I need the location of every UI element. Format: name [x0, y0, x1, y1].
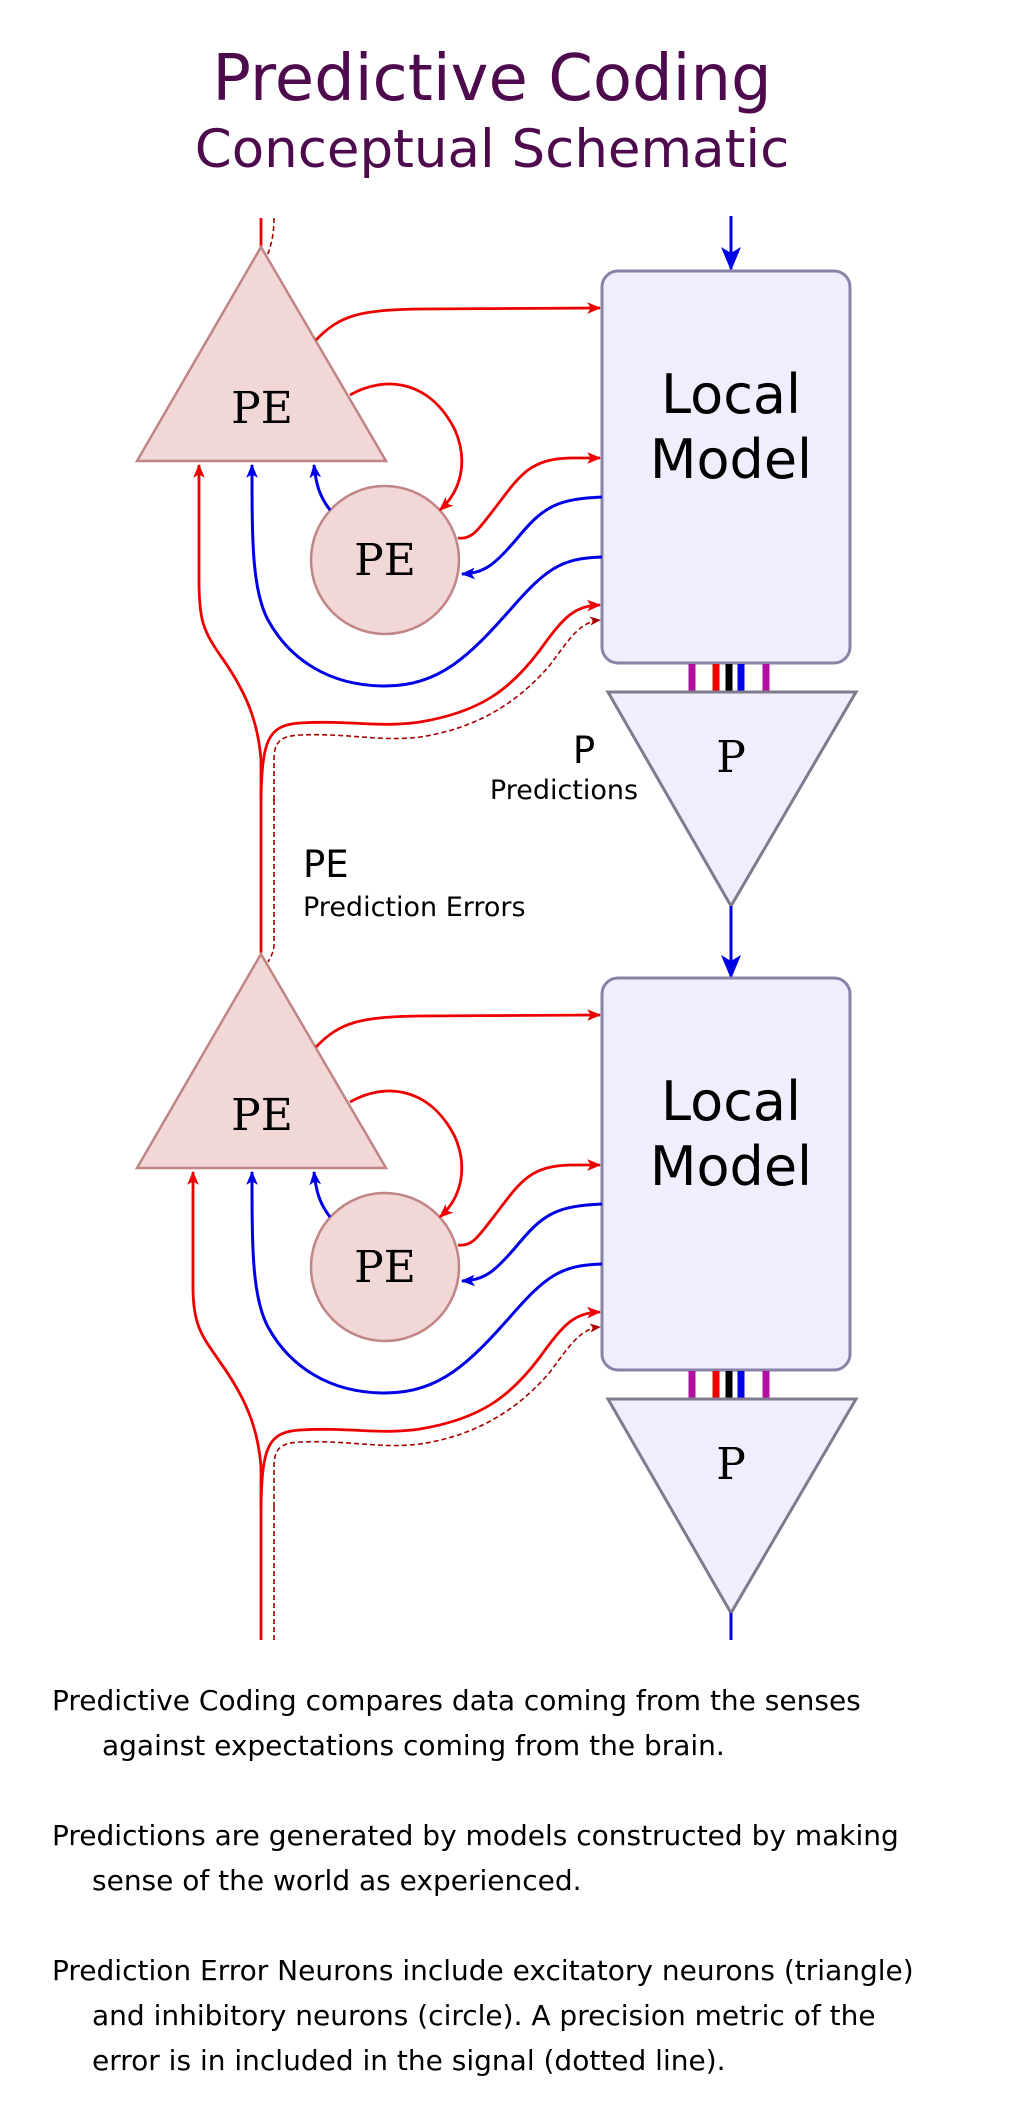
triangle-to-model-arrow	[314, 302, 602, 341]
ascending-error-to-model	[259, 1306, 602, 1508]
description: Predictive Coding compares data coming f…	[52, 1684, 914, 2077]
predictions-symbol: P	[573, 729, 595, 772]
pe-circle-label: PE	[354, 535, 416, 586]
circle-to-triangle-arrow	[309, 1170, 332, 1218]
ascending-precision-to-model	[273, 1323, 601, 1507]
description-para-1-line-2: against expectations coming from the bra…	[102, 1729, 725, 1762]
circle-to-model-arrow	[457, 1159, 602, 1247]
description-para-2-line-1: Predictions are generated by models cons…	[52, 1819, 899, 1852]
triangle-to-model-arrow	[314, 1009, 602, 1048]
title-line-2: Conceptual Schematic	[195, 119, 790, 180]
circle-to-model-arrow	[457, 452, 602, 540]
pe-inhibitory-circle	[309, 1191, 461, 1343]
ascending-error-to-triangle	[193, 463, 263, 761]
local-model-label-line-2: Model	[650, 1135, 812, 1198]
prediction-triangle	[605, 690, 859, 909]
pe-excitatory-triangle	[134, 244, 389, 463]
description-para-3-line-3: error is in included in the signal (dott…	[92, 2044, 726, 2077]
triangle-to-circle-arrow	[349, 1089, 464, 1219]
predictions-label: Predictions	[490, 775, 638, 806]
prediction-triangle-label: P	[716, 732, 746, 783]
pe-triangle-label: PE	[231, 383, 293, 434]
prediction-triangle-label: P	[716, 1439, 746, 1490]
prediction-triangle	[605, 1397, 859, 1616]
pe-triangle-label: PE	[231, 1090, 293, 1141]
description-para-2-line-2: sense of the world as experienced.	[92, 1864, 582, 1897]
local-model-label-line-2: Model	[650, 428, 812, 491]
model-to-circle-arrow	[460, 495, 603, 580]
local-model-box	[600, 269, 852, 665]
local-model-label-line-1: Local	[661, 1070, 801, 1133]
local-model-label-line-1: Local	[661, 363, 801, 426]
ascending-precision-trunk	[267, 800, 275, 963]
local-model-box	[600, 976, 852, 1372]
ascending-error-to-model	[259, 599, 602, 801]
pe-inhibitory-circle	[309, 484, 461, 636]
model-to-circle-arrow	[460, 1202, 603, 1287]
errors-label: Prediction Errors	[303, 892, 526, 923]
title-line-1: Predictive Coding	[212, 42, 771, 116]
description-para-1-line-1: Predictive Coding compares data coming f…	[52, 1684, 861, 1717]
pe-circle-label: PE	[354, 1242, 416, 1293]
pe-excitatory-triangle	[134, 951, 389, 1170]
ascending-precision-to-model	[273, 616, 601, 800]
model-to-triangle-arrow	[246, 1170, 603, 1395]
description-para-3-line-2: and inhibitory neurons (circle). A preci…	[92, 1999, 876, 2032]
incoming-precision-line	[266, 217, 275, 257]
errors-symbol: PE	[303, 843, 349, 886]
description-para-3-line-1: Prediction Error Neurons include excitat…	[52, 1954, 914, 1987]
circle-to-triangle-arrow	[309, 463, 332, 511]
model-to-triangle-arrow	[246, 463, 603, 688]
ascending-error-to-triangle	[187, 1170, 263, 1468]
triangle-to-circle-arrow	[349, 382, 464, 512]
